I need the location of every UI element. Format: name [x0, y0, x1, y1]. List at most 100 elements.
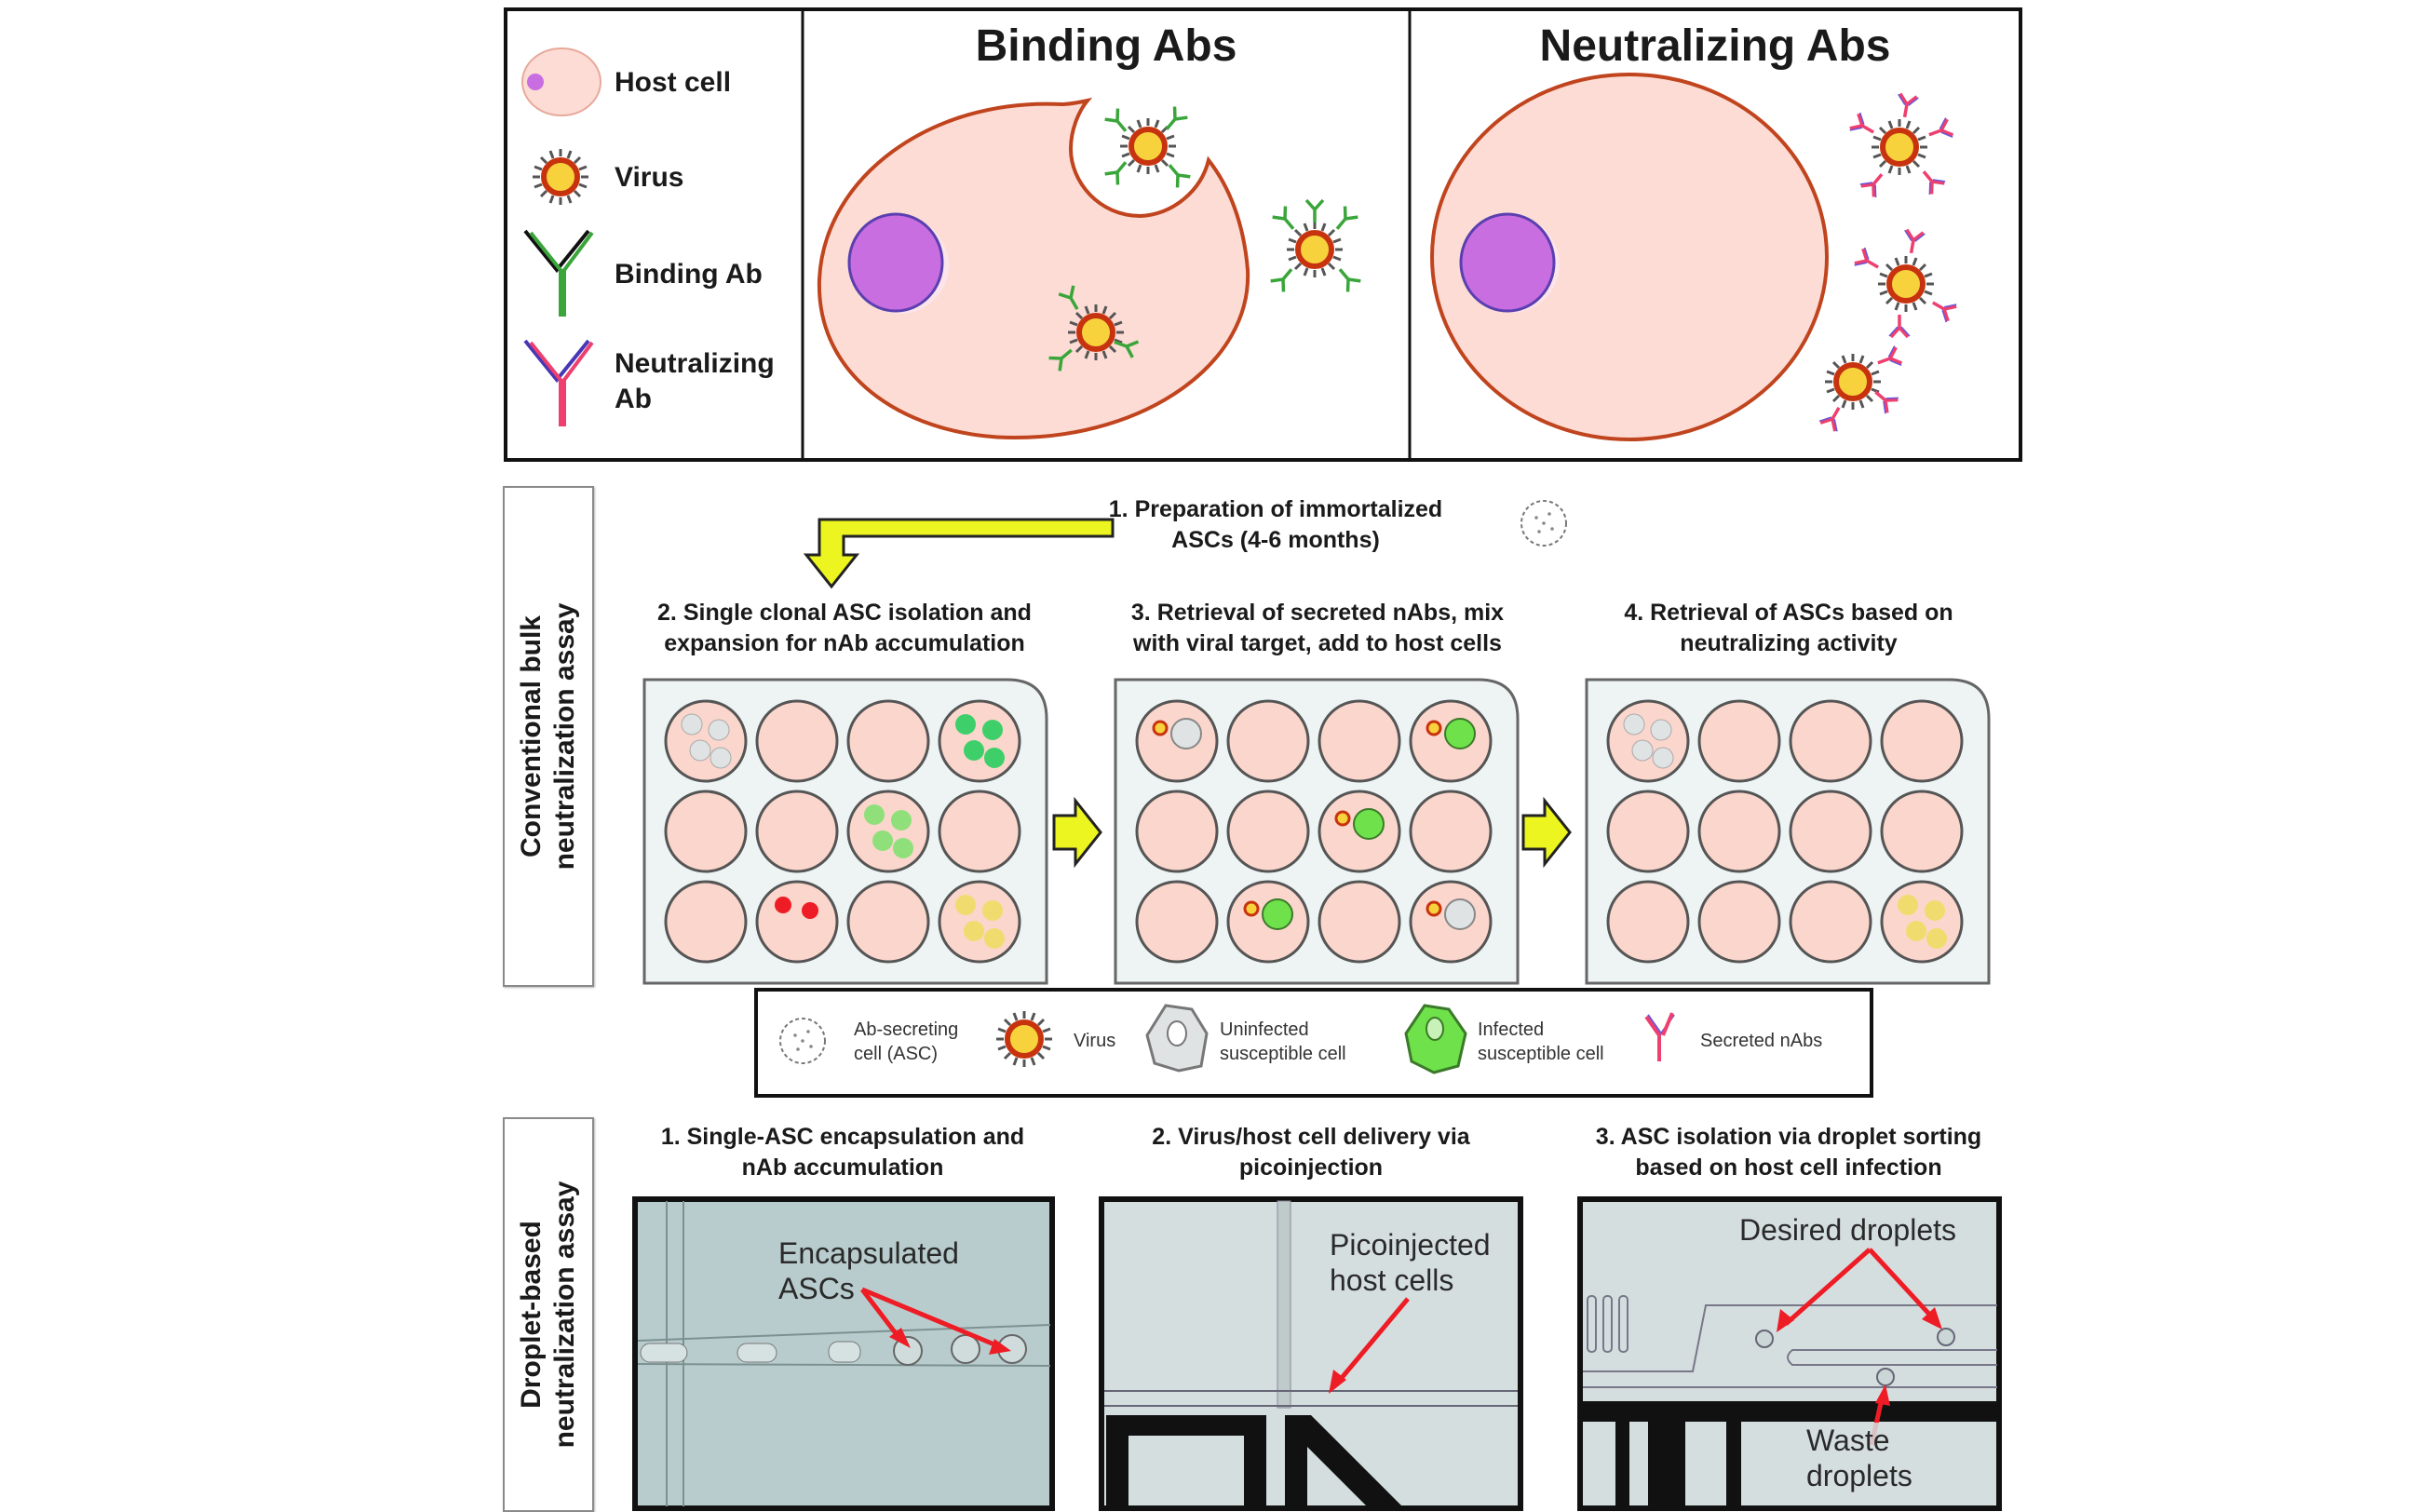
infected-cell-in-well [1262, 898, 1293, 930]
cell-in-well [1906, 921, 1926, 941]
infected-cell-in-well [1353, 808, 1385, 840]
secreted-nab-legend-icon [1644, 1012, 1675, 1061]
legend-line: Uninfected [1220, 1019, 1309, 1040]
virus-icon [533, 149, 588, 205]
cell-in-well [1650, 719, 1672, 741]
well [1226, 790, 1310, 873]
virus-in-well [1243, 900, 1260, 917]
side-label-line: neutralization assay [549, 1181, 580, 1449]
legend-line: susceptible cell [1478, 1044, 1604, 1064]
virus-in-well [1426, 720, 1442, 736]
legend-uninfected-label: Uninfected susceptible cell [1220, 1018, 1346, 1066]
legend-label-host-cell: Host cell [615, 67, 732, 98]
well [846, 699, 930, 783]
cell-in-well [872, 830, 893, 851]
cell-in-well [982, 900, 1003, 921]
well [1697, 880, 1781, 964]
cell-in-well [964, 921, 984, 941]
side-label-line: neutralization assay [549, 602, 580, 871]
well [1880, 880, 1964, 964]
cell-in-well [955, 714, 976, 735]
cell-in-well [955, 895, 976, 915]
photo-droplet-sorting [1577, 1196, 2002, 1511]
bulk-assay-side-label: Conventional bulk neutralization assay [503, 486, 594, 987]
well [1135, 790, 1219, 873]
host-cell-neutralizing [1430, 73, 1829, 441]
red-pointer-arrows [860, 1287, 1011, 1355]
legend-label-neutralizing-ab: Neutralizing Ab [615, 348, 775, 414]
well [1135, 880, 1219, 964]
droplet-step-2: 2. Virus/host cell delivery via picoinje… [1083, 1122, 1539, 1183]
cell-in-well [775, 897, 791, 913]
cell-in-well [864, 804, 885, 825]
nucleus [1459, 212, 1556, 313]
cell-in-well [984, 928, 1005, 949]
legend-line: Ab-secreting [854, 1019, 959, 1040]
label-line: Waste [1806, 1424, 1890, 1457]
droplet [737, 1343, 777, 1363]
binding-abs-title: Binding Abs [975, 21, 1237, 71]
legend-virus-label: Virus [1074, 1031, 1116, 1051]
legend-label-virus: Virus [615, 162, 684, 193]
encapsulated-ascs-label: Encapsulated ASCs [778, 1235, 959, 1306]
desired-droplet [1755, 1330, 1774, 1348]
well [1697, 790, 1781, 873]
step-line: 4. Retrieval of ASCs based on [1624, 600, 1953, 626]
red-pointer-arrow [1329, 1297, 1410, 1394]
step-line: based on host cell infection [1635, 1154, 1942, 1181]
label-line: host cells [1330, 1263, 1454, 1297]
cell-in-well [708, 719, 730, 741]
label-line: ASCs [778, 1272, 855, 1305]
virus-legend-icon [996, 1011, 1052, 1067]
picoinjected-host-cells-label: Picoinjected host cells [1330, 1227, 1491, 1298]
well [1409, 790, 1493, 873]
virus-in-well [1152, 720, 1169, 736]
middle-legend-frame [754, 988, 1873, 1098]
cell-in-well [1631, 739, 1654, 762]
legend-infected-label: Infected susceptible cell [1478, 1018, 1604, 1066]
yellow-l-arrow [803, 518, 1115, 589]
side-label-line: Conventional bulk [516, 615, 547, 858]
well [846, 880, 930, 964]
legend-label-binding-ab: Binding Ab [615, 259, 763, 290]
host-cell-icon [521, 47, 601, 116]
cell-in-well [1652, 747, 1674, 769]
cell-in-well [1898, 895, 1918, 915]
side-label-line: Droplet-based [516, 1221, 547, 1409]
yellow-right-arrow [1052, 796, 1102, 869]
well [1226, 699, 1310, 783]
infected-cell-in-well [1444, 718, 1476, 749]
well [755, 790, 839, 873]
well [1606, 699, 1690, 783]
virus-in-well [1334, 810, 1351, 827]
bulk-step-3: 3. Retrieval of secreted nAbs, mix with … [1089, 598, 1546, 659]
legend-line: cell (ASC) [854, 1044, 939, 1064]
virus-in-well [1426, 900, 1442, 917]
cell-in-well [681, 713, 703, 736]
label-line: Encapsulated [778, 1236, 959, 1270]
well [755, 880, 839, 964]
legend-secreted-nabs-label: Secreted nAbs [1700, 1031, 1823, 1051]
well [1789, 790, 1872, 873]
uninfected-cell-in-well [1444, 898, 1476, 930]
waste-droplets-label: Waste droplets [1806, 1423, 1912, 1493]
well [938, 790, 1021, 873]
cell-in-well [1925, 900, 1945, 921]
well [846, 790, 930, 873]
bulk-step-1: 1. Preparation of immortalized ASCs (4-6… [1034, 494, 1518, 556]
well [1880, 699, 1964, 783]
well [1606, 790, 1690, 873]
step-line: 1. Single-ASC encapsulation and [660, 1124, 1025, 1150]
step-line: picoinjection [1238, 1154, 1384, 1181]
step-line: 2. Single clonal ASC isolation and [657, 600, 1032, 626]
photo-picoinjection [1099, 1196, 1523, 1511]
legend-asc-label: Ab-secreting cell (ASC) [854, 1018, 958, 1066]
step-line: neutralizing activity [1680, 630, 1898, 656]
droplet [893, 1336, 923, 1366]
step-line: expansion for nAb accumulation [664, 630, 1025, 656]
desired-droplet [1937, 1328, 1955, 1346]
legend-line: susceptible cell [1220, 1044, 1346, 1064]
bulk-step-2: 2. Single clonal ASC isolation and expan… [616, 598, 1073, 659]
cell-in-well [709, 747, 732, 769]
